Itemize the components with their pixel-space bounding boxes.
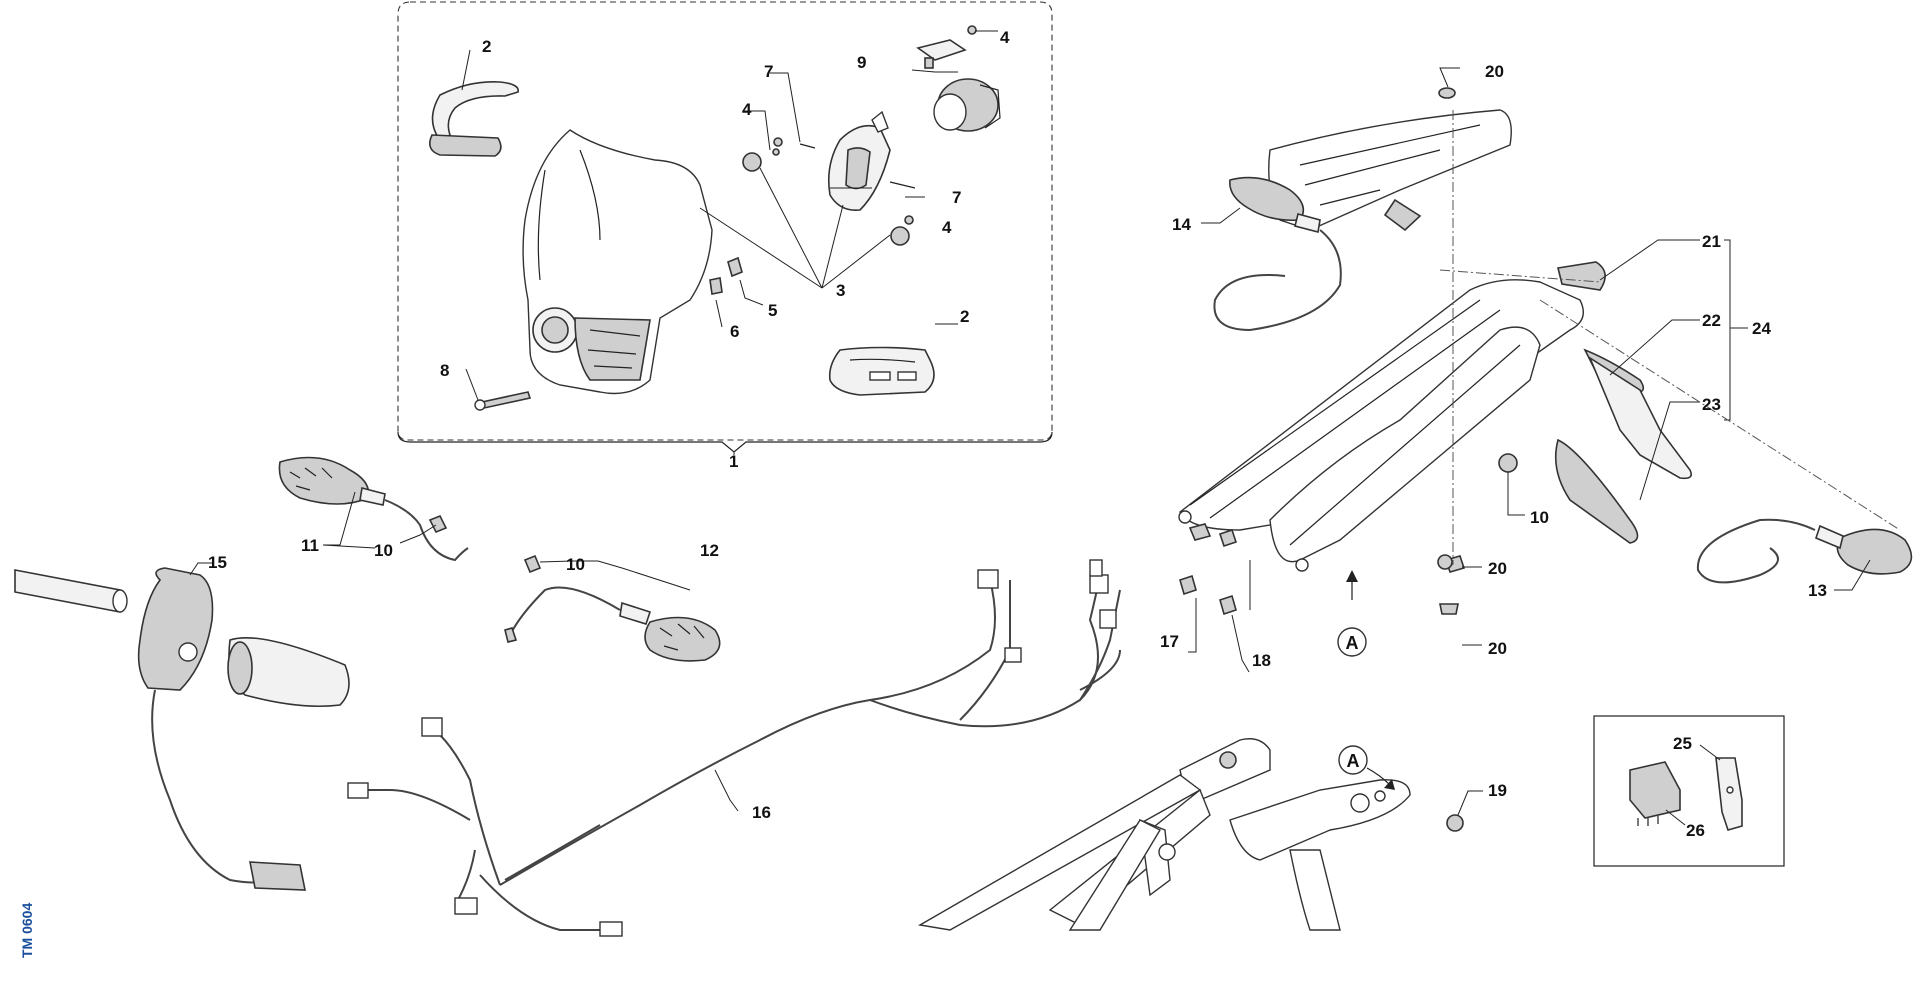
handlebar-switch-grip [14,567,350,891]
callout-10-left: 10 [374,541,393,560]
leader-lines [189,30,1901,826]
callout-16: 16 [752,803,771,822]
callout-23: 23 [1702,395,1721,414]
callout-7-top: 7 [764,62,773,81]
front-indicator-left [278,456,469,562]
rear-indicator-left [1213,176,1342,332]
small-hardware [1179,453,1518,832]
headlight-mount-parts [474,110,916,411]
drawing-reference-code: TM 0604 [19,903,35,958]
callout-5: 5 [768,301,777,320]
callout-4-right: 4 [942,218,952,237]
front-indicator-right [504,554,721,662]
callout-8: 8 [440,361,449,380]
callout-26: 26 [1686,821,1705,840]
callout-2-lower-bracket: 2 [960,307,969,326]
fairing-bracket-lower [828,346,935,396]
callout-12: 12 [700,541,719,560]
detail-a-marker-bottom: A [1338,745,1395,790]
callout-22: 22 [1702,311,1721,330]
rear-indicator-right [1696,518,1913,584]
fairing-bracket-upper [429,80,519,157]
callout-15: 15 [208,553,227,572]
callout-19: 19 [1488,781,1507,800]
callout-2-upper-bracket: 2 [482,37,491,56]
callout-25: 25 [1673,734,1692,753]
callout-20-bottom: 20 [1488,639,1507,658]
detail-a-marker-top: A [1337,570,1367,657]
callout-numbers: 2 2 3 4 4 4 5 6 7 7 8 9 1 11 10 10 12 15… [208,28,1827,840]
callout-4-left: 4 [742,100,752,119]
callout-20-top: 20 [1485,62,1504,81]
detail-a-label-top: A [1346,633,1359,653]
callout-3: 3 [836,281,845,300]
callout-11: 11 [301,536,319,555]
headlight-bulb-assembly [916,25,1001,132]
callout-10-center: 10 [566,555,585,574]
callout-18: 18 [1252,651,1271,670]
headlight-kit-box [397,1,1053,455]
rear-fender-assembly [1268,87,1512,232]
callout-4-top: 4 [1000,28,1010,47]
callout-9: 9 [857,53,866,72]
callout-20-middle: 20 [1488,559,1507,578]
callout-7-right: 7 [952,188,961,207]
callout-21: 21 [1702,232,1721,251]
callout-6: 6 [730,322,739,341]
headlight-fairing [522,129,713,395]
callout-24: 24 [1752,319,1771,338]
callout-17: 17 [1160,632,1179,651]
main-wiring-harness [347,559,1121,937]
rear-subframe-tail [1178,261,1693,572]
detail-a-label-bottom: A [1347,751,1360,771]
main-frame-rear [917,738,1411,931]
callout-13: 13 [1808,581,1827,600]
callout-1-kit: 1 [729,452,738,471]
relay-detail-box [1593,715,1785,867]
callout-10-right: 10 [1530,508,1549,527]
callout-14: 14 [1172,215,1191,234]
